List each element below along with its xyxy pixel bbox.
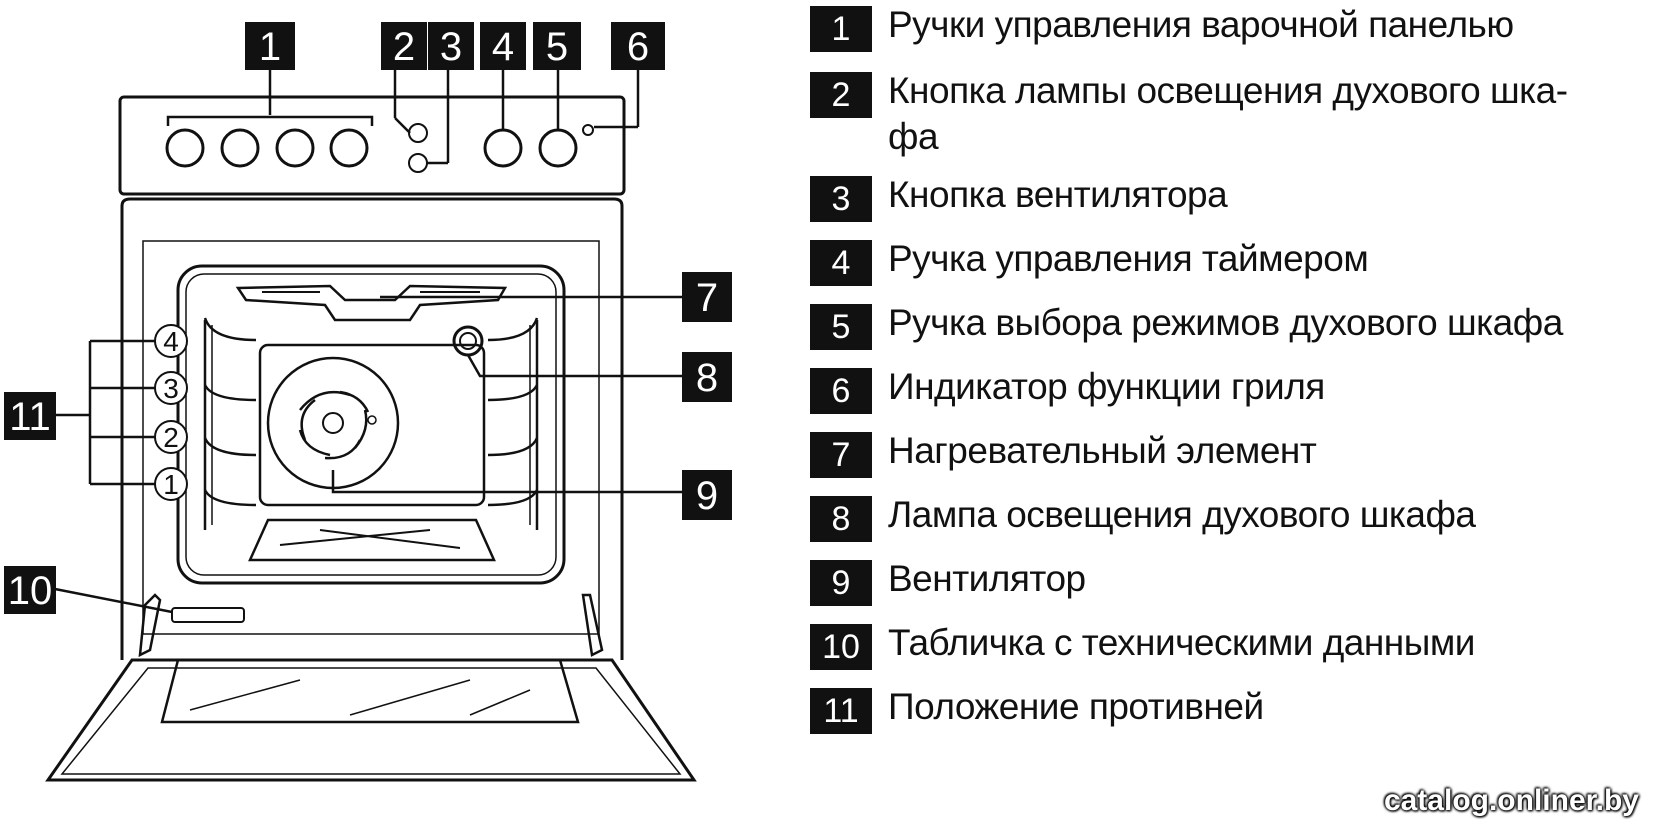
svg-text:4: 4 bbox=[492, 25, 514, 69]
callout-7: 7 bbox=[682, 272, 732, 322]
oven-diagram: 4 3 2 1 1 2 3 4 5 6 7 8 bbox=[4, 22, 732, 782]
legend-item-1: 1 Ручки управления варочной панелью bbox=[810, 2, 1648, 52]
callout-8: 8 bbox=[682, 352, 732, 402]
legend-number: 1 bbox=[810, 6, 872, 52]
legend-label: Лампа освещения духового шкафа bbox=[888, 494, 1476, 535]
door-window bbox=[160, 658, 580, 724]
legend-item-3: 3 Кнопка вентилятора bbox=[810, 172, 1648, 222]
legend-label: Ручки управления варочной панелью bbox=[888, 4, 1514, 45]
legend-label: Кнопка вентилятора bbox=[888, 174, 1228, 215]
rating-plate bbox=[171, 607, 245, 623]
legend-number: 10 bbox=[810, 624, 872, 670]
shelf-position-4: 4 bbox=[154, 324, 188, 358]
oven-lamp bbox=[452, 325, 484, 357]
legend-item-8: 8 Лампа освещения духового шкафа bbox=[810, 492, 1648, 542]
legend-label: Вентилятор bbox=[888, 558, 1086, 599]
watermark: catalog.onliner.by bbox=[1383, 784, 1639, 817]
fan-button bbox=[408, 153, 428, 173]
legend-number: 4 bbox=[810, 240, 872, 286]
control-panel bbox=[118, 95, 626, 196]
callout-1: 1 bbox=[245, 22, 295, 70]
legend-label: Ручка управления таймером bbox=[888, 238, 1369, 279]
legend-item-2: 2 Кнопка лампы освещения духового шка-фа bbox=[810, 68, 1588, 160]
door-hinge-left bbox=[138, 593, 162, 658]
svg-text:2: 2 bbox=[393, 25, 415, 69]
shelf-position-2: 2 bbox=[154, 420, 188, 454]
svg-text:5: 5 bbox=[546, 25, 568, 69]
svg-text:1: 1 bbox=[259, 25, 281, 69]
legend-number: 9 bbox=[810, 560, 872, 606]
legend-item-9: 9 Вентилятор bbox=[810, 556, 1648, 606]
legend-label: Нагревательный элемент bbox=[888, 430, 1317, 471]
heating-element bbox=[235, 284, 508, 322]
shelf-rails-left bbox=[203, 317, 257, 530]
oven-door bbox=[45, 658, 697, 782]
svg-text:2: 2 bbox=[163, 422, 179, 453]
fan-cover bbox=[266, 356, 400, 490]
shelf-rails-right bbox=[487, 317, 539, 530]
oven-lamp-button bbox=[408, 123, 428, 143]
svg-text:7: 7 bbox=[696, 276, 718, 320]
oven-body bbox=[120, 197, 624, 660]
legend-label: Кнопка лампы освещения духового шка-фа bbox=[888, 70, 1568, 157]
legend-item-6: 6 Индикатор функции гриля bbox=[810, 364, 1648, 414]
legend-item-4: 4 Ручка управления таймером bbox=[810, 236, 1648, 286]
oven-floor bbox=[248, 518, 496, 562]
hob-knob bbox=[165, 128, 205, 168]
oven-back-wall bbox=[258, 343, 486, 507]
legend-label: Ручка выбора режимов духового шкафа bbox=[888, 302, 1563, 343]
door-hinge-right bbox=[581, 593, 604, 657]
callout-3: 3 bbox=[428, 22, 474, 70]
legend-item-11: 11 Положение противней bbox=[810, 684, 1648, 734]
legend-number: 2 bbox=[810, 72, 872, 118]
callout-11: 11 bbox=[4, 392, 56, 440]
callout-5: 5 bbox=[533, 22, 581, 70]
mode-knob bbox=[538, 128, 578, 168]
callout-9: 9 bbox=[682, 470, 732, 520]
legend-item-7: 7 Нагревательный элемент bbox=[810, 428, 1648, 478]
legend-number: 8 bbox=[810, 496, 872, 542]
shelf-position-1: 1 bbox=[154, 467, 188, 501]
callout-4: 4 bbox=[480, 22, 526, 70]
hob-knob bbox=[329, 128, 369, 168]
svg-text:11: 11 bbox=[9, 395, 51, 439]
callout-6: 6 bbox=[611, 22, 665, 70]
callout-10: 10 bbox=[4, 566, 56, 614]
legend-number: 7 bbox=[810, 432, 872, 478]
svg-text:3: 3 bbox=[440, 25, 462, 69]
svg-text:6: 6 bbox=[627, 25, 649, 69]
svg-text:1: 1 bbox=[163, 469, 179, 500]
legend-number: 6 bbox=[810, 368, 872, 414]
grill-indicator-light bbox=[582, 124, 594, 136]
svg-text:4: 4 bbox=[163, 326, 179, 357]
legend-number: 3 bbox=[810, 176, 872, 222]
timer-knob bbox=[483, 128, 523, 168]
hob-knob bbox=[220, 128, 260, 168]
legend-label: Положение противней bbox=[888, 686, 1264, 727]
legend-item-5: 5 Ручка выбора режимов духового шкафа bbox=[810, 300, 1648, 350]
legend-label: Индикатор функции гриля bbox=[888, 366, 1325, 407]
legend-number: 11 bbox=[810, 688, 872, 734]
legend-number: 5 bbox=[810, 304, 872, 350]
legend-label: Табличка с техническими данными bbox=[888, 622, 1475, 663]
legend-item-10: 10 Табличка с техническими данными bbox=[810, 620, 1648, 670]
svg-text:9: 9 bbox=[696, 474, 718, 518]
fan-blades bbox=[298, 390, 370, 460]
svg-text:10: 10 bbox=[8, 569, 53, 613]
hob-knob bbox=[275, 128, 315, 168]
shelf-position-3: 3 bbox=[154, 371, 188, 405]
svg-text:8: 8 bbox=[696, 356, 718, 400]
svg-text:3: 3 bbox=[163, 373, 179, 404]
callout-2: 2 bbox=[381, 22, 427, 70]
